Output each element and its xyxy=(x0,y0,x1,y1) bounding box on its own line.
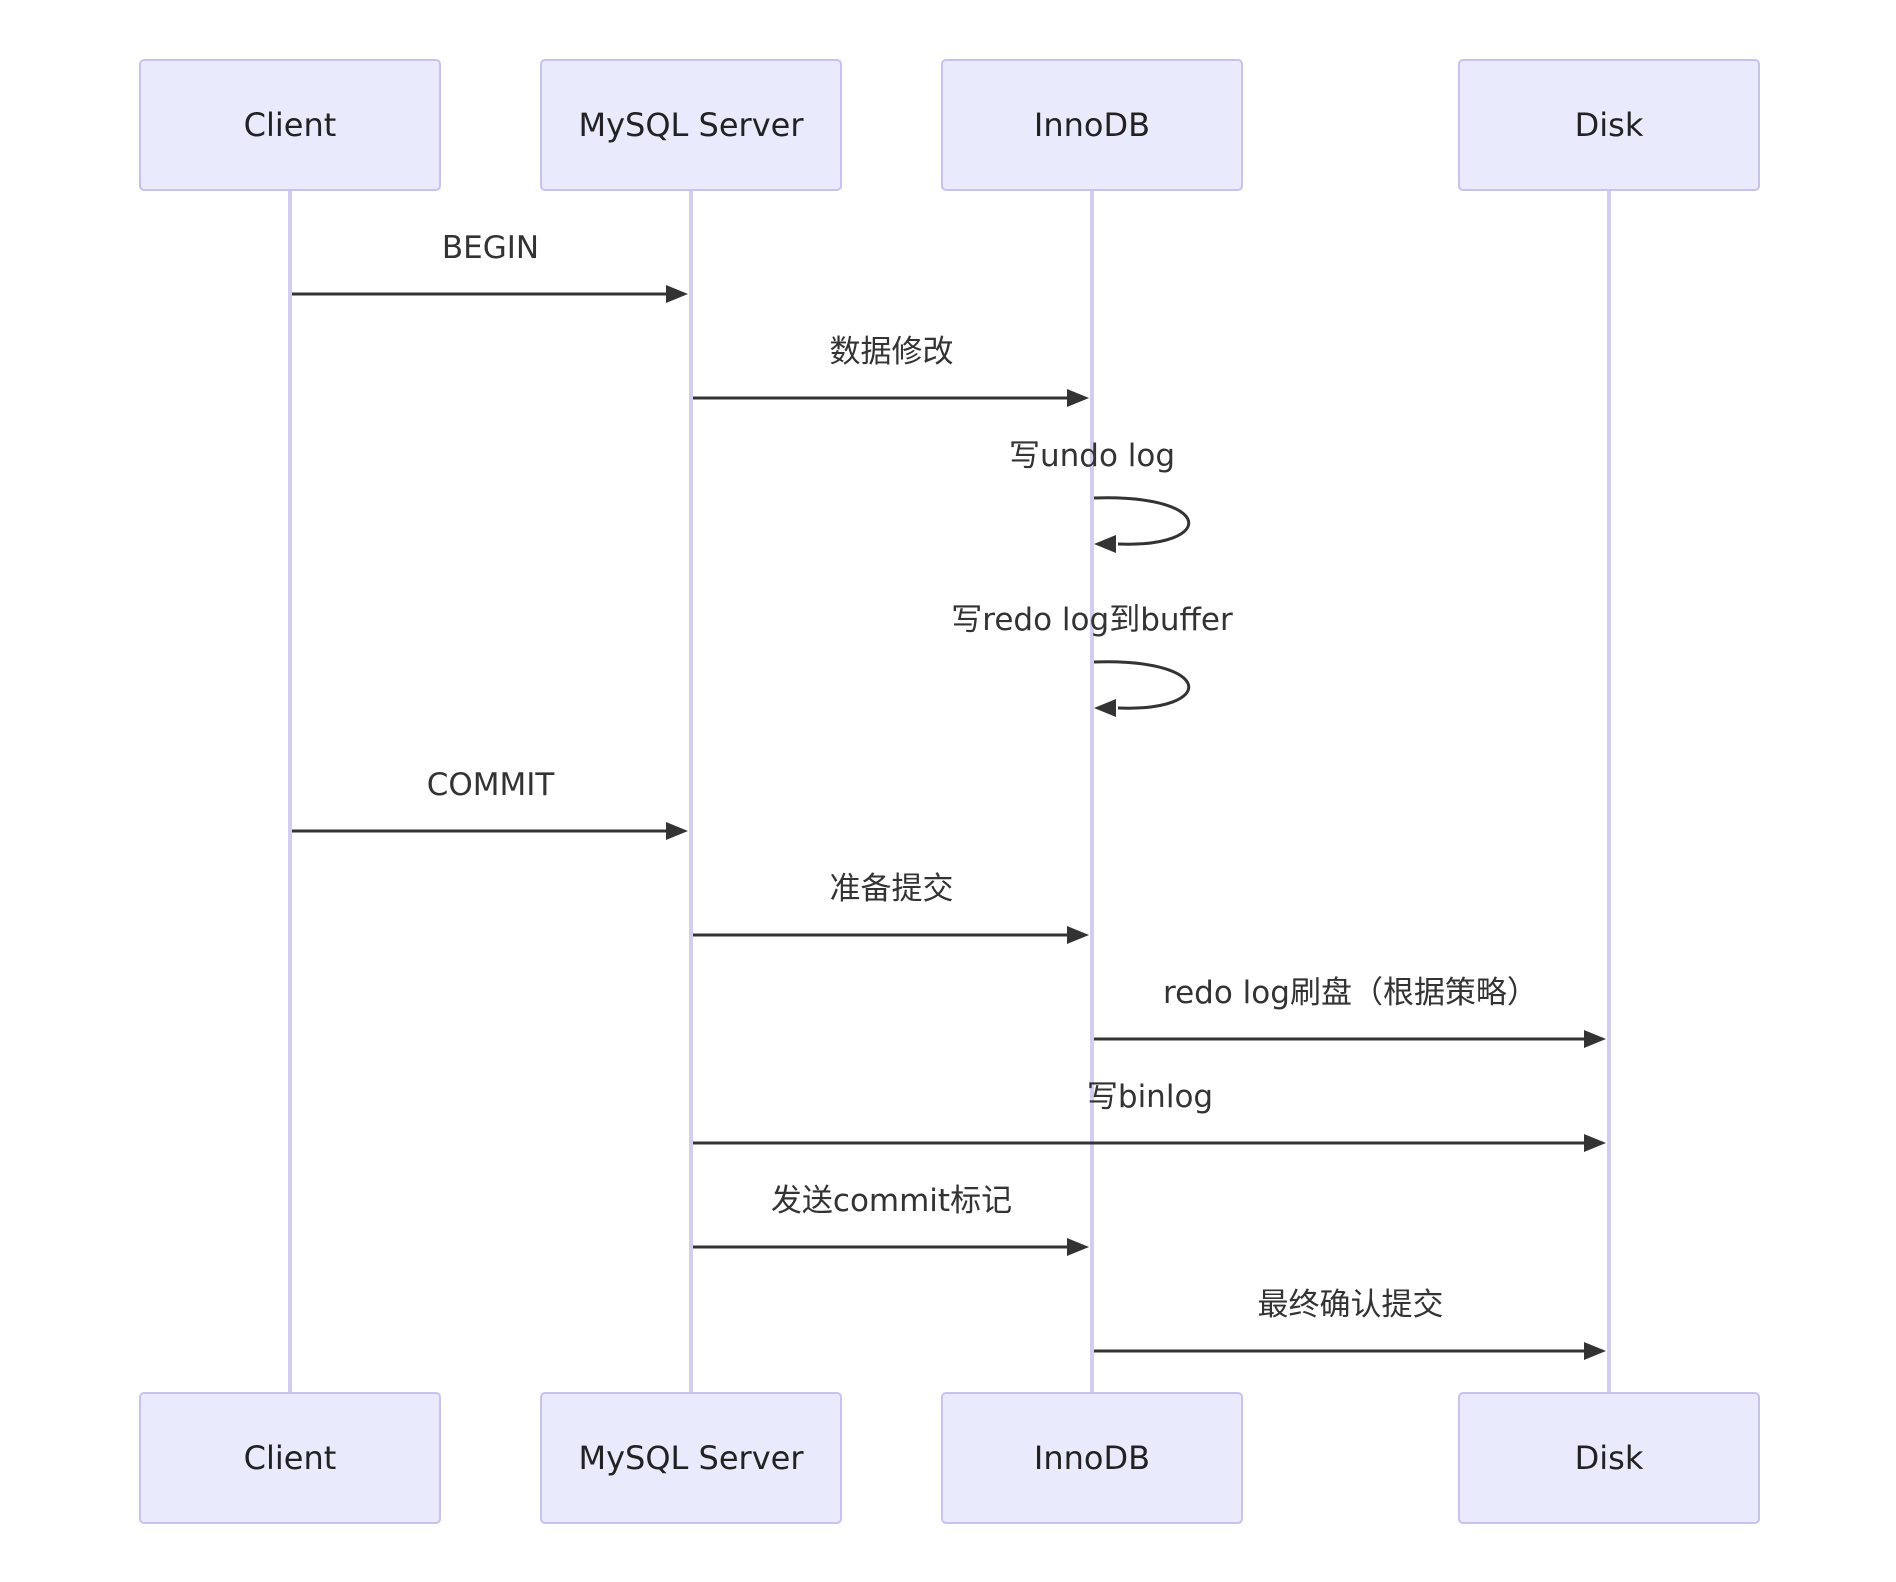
message-label: 写binlog xyxy=(1087,1079,1213,1115)
arrowhead xyxy=(666,822,688,840)
actor-box-disk-top xyxy=(1458,59,1760,191)
actor-box-mysql-top xyxy=(540,59,842,191)
actor-innodb-top: InnoDB xyxy=(941,59,1243,191)
message-label: 最终确认提交 xyxy=(1258,1287,1444,1323)
arrowhead xyxy=(1067,1238,1089,1256)
actor-label-client-bottom: Client xyxy=(244,1439,337,1477)
message-5: 准备提交 xyxy=(693,871,1089,944)
actor-innodb-bottom: InnoDB xyxy=(941,1392,1243,1524)
actor-disk-top: Disk xyxy=(1458,59,1760,191)
actor-client-top: Client xyxy=(139,59,441,191)
actor-client-bottom: Client xyxy=(139,1392,441,1524)
actor-box-innodb-top xyxy=(941,59,1243,191)
message-label: redo log刷盘（根据策略） xyxy=(1163,975,1538,1011)
actor-label-disk-top: Disk xyxy=(1575,106,1644,144)
arrowhead xyxy=(1094,535,1116,553)
arrowhead xyxy=(1584,1134,1606,1152)
message-4: COMMIT xyxy=(292,767,688,840)
message-label: 发送commit标记 xyxy=(771,1183,1012,1219)
message-8: 发送commit标记 xyxy=(693,1183,1089,1256)
actor-box-disk-bottom xyxy=(1458,1392,1760,1524)
actor-mysql-top: MySQL Server xyxy=(540,59,842,191)
message-label: 数据修改 xyxy=(830,334,954,370)
actor-box-innodb-bottom xyxy=(941,1392,1243,1524)
actor-label-innodb-bottom: InnoDB xyxy=(1034,1439,1150,1477)
actor-label-disk-bottom: Disk xyxy=(1575,1439,1644,1477)
lifelines xyxy=(288,190,1611,1393)
actor-box-client-top xyxy=(139,59,441,191)
arrowhead xyxy=(1584,1030,1606,1048)
message-label: 写redo log到buffer xyxy=(951,602,1233,638)
actor-label-client-top: Client xyxy=(244,106,337,144)
message-label: BEGIN xyxy=(442,230,539,266)
message-7: 写binlog xyxy=(693,1079,1606,1152)
message-0: BEGIN xyxy=(292,230,688,303)
actor-label-mysql-bottom: MySQL Server xyxy=(579,1439,805,1477)
message-label: 准备提交 xyxy=(830,871,954,907)
actor-label-mysql-top: MySQL Server xyxy=(579,106,805,144)
message-3: 写redo log到buffer xyxy=(951,602,1233,717)
message-2: 写undo log xyxy=(1009,438,1191,553)
message-9: 最终确认提交 xyxy=(1094,1287,1606,1360)
message-1: 数据修改 xyxy=(693,334,1089,407)
actor-label-innodb-top: InnoDB xyxy=(1034,106,1150,144)
arrowhead xyxy=(1067,926,1089,944)
self-message-loop xyxy=(1093,660,1191,710)
actor-mysql-bottom: MySQL Server xyxy=(540,1392,842,1524)
message-label: COMMIT xyxy=(427,767,556,803)
message-label: 写undo log xyxy=(1009,438,1175,474)
actor-box-client-bottom xyxy=(139,1392,441,1524)
self-message-loop xyxy=(1093,496,1191,546)
actor-disk-bottom: Disk xyxy=(1458,1392,1760,1524)
arrowhead xyxy=(666,285,688,303)
message-6: redo log刷盘（根据策略） xyxy=(1094,975,1606,1048)
arrowhead xyxy=(1067,389,1089,407)
arrowhead xyxy=(1094,699,1116,717)
arrowhead xyxy=(1584,1342,1606,1360)
actor-box-mysql-bottom xyxy=(540,1392,842,1524)
